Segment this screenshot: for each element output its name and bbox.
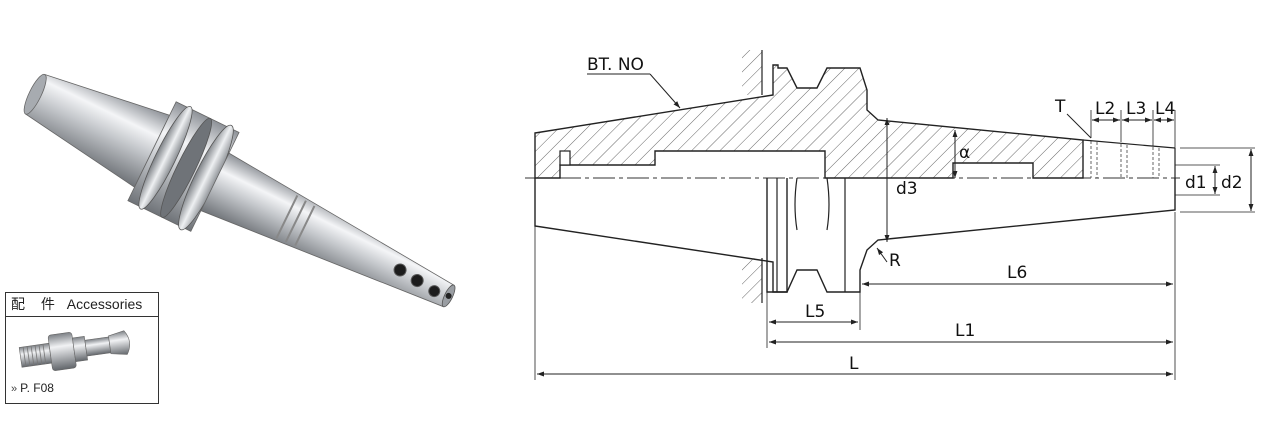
label-l3: L3 [1126,99,1146,119]
pull-stud-image [18,330,130,371]
accessories-page-ref: »P. F08 [11,381,54,395]
page-ref-text: P. F08 [20,381,54,395]
thread-marks [1090,141,1160,178]
accessories-title-cjk: 配 件 [11,296,61,312]
lower-outline [534,178,788,293]
label-l2: L2 [1095,99,1115,119]
hatched-section-upper [534,64,1084,179]
label-alpha: α [959,143,970,163]
label-d1: d1 [1185,173,1207,193]
accessories-header: 配 件 Accessories [6,293,158,317]
inner-bore-step [559,150,571,166]
label-l1: L1 [955,321,975,341]
accessories-box: 配 件 Accessories »P. F08 [5,292,159,404]
label-r: R [889,251,901,271]
double-chevron-icon: » [11,383,18,395]
label-d3: d3 [896,179,918,199]
label-d2: d2 [1221,173,1243,193]
front-cone-upper [1082,139,1176,149]
label-l5: L5 [805,302,825,322]
spindle-wall-bottom [742,258,762,303]
label-bt-no: BT. NO [587,55,644,75]
label-l6: L6 [1007,263,1027,283]
accessories-title-en: Accessories [66,296,143,312]
technical-drawing: BT. NO d3 α T L2 L3 L4 d1 d2 R L6 L5 L1 … [525,50,1255,380]
flange-lower [766,178,1176,293]
tool-holder-photo [23,73,456,308]
label-l4: L4 [1155,99,1175,119]
spindle-wall-top [742,50,762,95]
label-l: L [849,354,859,374]
label-t: T [1054,97,1066,117]
